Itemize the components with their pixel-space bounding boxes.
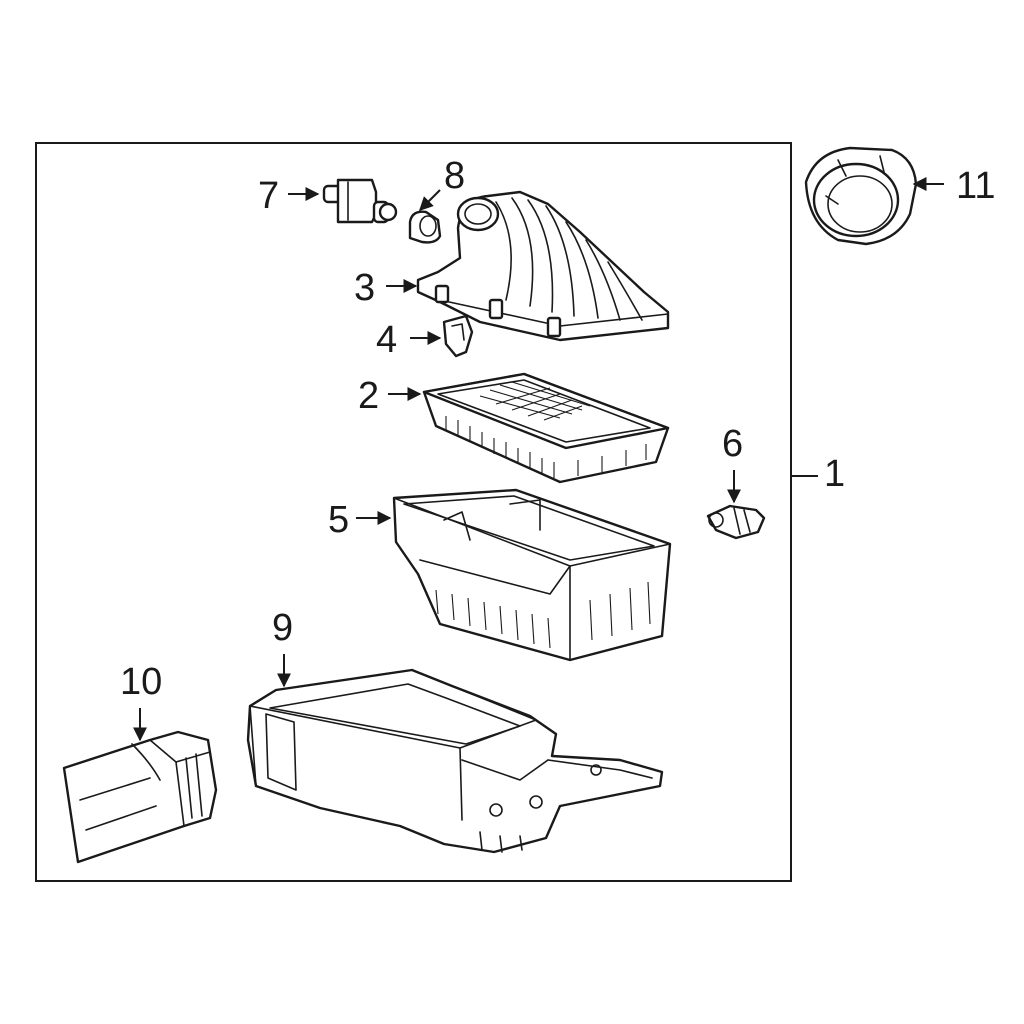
part-2-air-filter — [422, 372, 670, 484]
callout-10: 10 — [120, 661, 162, 703]
callout-6: 6 — [722, 423, 743, 465]
part-3-air-cleaner-cover — [416, 190, 670, 342]
callout-5: 5 — [328, 499, 349, 541]
part-11-coupling — [804, 146, 918, 246]
part-4-clip — [442, 314, 474, 358]
callout-2: 2 — [358, 375, 379, 417]
callout-11: 11 — [956, 165, 995, 207]
part-8-grommet — [408, 210, 442, 244]
callout-4: 4 — [376, 319, 397, 361]
callout-1: 1 — [824, 453, 845, 495]
callout-3: 3 — [354, 267, 375, 309]
callout-7: 7 — [258, 175, 279, 217]
leader-lines — [133, 177, 944, 742]
part-7-sensor — [322, 178, 398, 224]
part-9-base-tray — [246, 668, 664, 854]
part-5-lower-tray — [392, 488, 672, 662]
part-10-air-duct — [62, 730, 218, 864]
callout-8: 8 — [444, 155, 465, 197]
callout-9: 9 — [272, 607, 293, 649]
part-6-clip — [706, 504, 766, 540]
assembly-frame — [35, 142, 792, 882]
